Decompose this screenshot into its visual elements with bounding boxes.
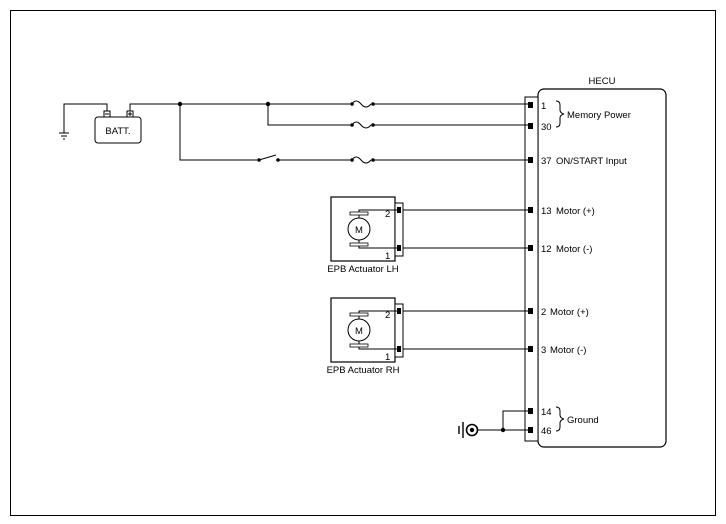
pin-30: 30 <box>541 122 552 133</box>
motor-plus-rh-label: Motor (+) <box>550 307 589 318</box>
fuse-memory-1 <box>350 100 375 108</box>
battery-ground-wire <box>63 103 108 133</box>
motor-lh-icon <box>347 217 371 241</box>
battery-positive-wire <box>129 103 350 111</box>
pin-12: 12 <box>541 244 552 255</box>
hecu-body <box>537 88 667 448</box>
battery-label: BATT. <box>105 126 130 137</box>
battery: BATT. <box>94 110 142 144</box>
pin-2: 2 <box>541 307 546 318</box>
chassis-ground-icon <box>59 132 69 140</box>
actuator-rh-pin-top: 2 <box>385 310 390 321</box>
motor-rh-icon <box>347 318 371 342</box>
hecu-module: HECU 1 30 37 13 12 2 3 14 46 Memory Powe… <box>524 76 667 448</box>
ground-label: Ground <box>567 415 599 426</box>
ground-brace <box>555 406 565 432</box>
pin-14: 14 <box>541 407 552 418</box>
terminal-3 <box>528 346 533 352</box>
ignition-switch <box>257 154 280 162</box>
fuse-memory-2 <box>350 121 375 129</box>
wire-branch-ign <box>179 104 257 161</box>
terminal-14 <box>528 408 533 414</box>
svg-text:M: M <box>355 326 363 337</box>
actuator-rh-pin-bottom: 1 <box>385 352 390 363</box>
hecu-connector-strip <box>524 96 539 442</box>
memory-power-label: Memory Power <box>567 110 631 121</box>
ground-splice <box>500 427 506 433</box>
motor-plus-lh-label: Motor (+) <box>556 206 595 217</box>
terminal-1 <box>528 102 533 108</box>
terminal-13 <box>528 207 533 213</box>
terminal-37 <box>528 157 533 163</box>
body-ground-icon <box>458 422 479 438</box>
terminal-2 <box>528 308 533 314</box>
memory-power-brace <box>555 100 565 128</box>
pin-46: 46 <box>541 426 552 437</box>
diagram-frame <box>10 10 716 516</box>
fuse-ign <box>350 156 375 164</box>
terminal-46 <box>528 427 533 433</box>
pin-13: 13 <box>541 206 552 217</box>
on-start-label: ON/START Input <box>556 156 627 167</box>
motor-minus-lh-label: Motor (-) <box>556 244 592 255</box>
actuator-rh-label: EPB Actuator RH <box>327 365 400 376</box>
actuator-rh-connector <box>394 303 404 358</box>
terminal-30 <box>528 123 533 129</box>
epb-actuator-lh: 2 1 M EPB Actuator LH <box>327 196 404 275</box>
wire-branch-30 <box>267 104 350 126</box>
pin-1: 1 <box>541 101 546 112</box>
epb-actuator-rh: 2 1 M EPB Actuator RH <box>327 297 404 376</box>
motor-minus-rh-label: Motor (-) <box>550 345 586 356</box>
terminal-12 <box>528 245 533 251</box>
actuator-lh-pin-top: 2 <box>385 209 390 220</box>
wire-pin-14 <box>502 410 528 430</box>
pin-3: 3 <box>541 345 546 356</box>
actuator-lh-label: EPB Actuator LH <box>327 264 398 275</box>
actuator-lh-connector <box>394 202 404 257</box>
battery-body <box>94 116 142 144</box>
actuator-lh-pin-bottom: 1 <box>385 251 390 262</box>
pin-37: 37 <box>541 156 552 167</box>
svg-text:M: M <box>355 225 363 236</box>
hecu-title: HECU <box>589 76 616 87</box>
